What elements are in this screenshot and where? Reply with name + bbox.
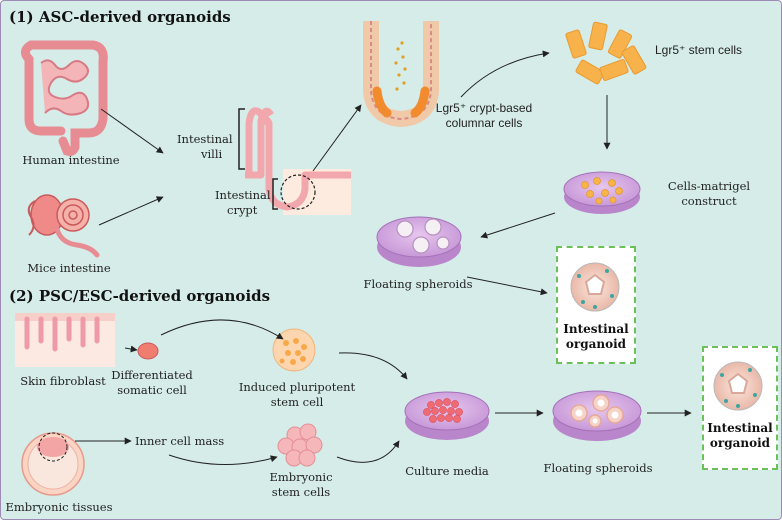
flow-arrows bbox=[75, 50, 692, 466]
label-floating-spheroids-2: Floating spheroids bbox=[543, 461, 653, 475]
label-intestinal-organoid-2-line2: organoid bbox=[709, 436, 771, 450]
human-intestine-icon bbox=[21, 40, 108, 156]
cells-matrigel-dish bbox=[563, 171, 641, 214]
label-esc-line1: Embryonic bbox=[269, 470, 333, 484]
arrow-esc-to-media bbox=[336, 440, 400, 463]
psc-section-title: (2) PSC/ESC-derived organoids bbox=[9, 287, 271, 305]
arrow-mice-to-villi bbox=[98, 196, 164, 226]
label-intestinal-villi-line1: Intestinal bbox=[177, 132, 233, 146]
somatic-cell-icon bbox=[137, 342, 159, 360]
arrow-ipsc-to-media bbox=[338, 352, 408, 380]
culture-media-dish bbox=[404, 391, 490, 440]
skin-fibroblast-icon bbox=[15, 313, 115, 367]
label-lgr5-crypt-line2: columnar cells bbox=[445, 116, 523, 130]
label-intestinal-organoid-1-line1: Intestinal bbox=[563, 322, 629, 336]
label-intestinal-crypt-line2: crypt bbox=[227, 203, 258, 217]
label-ipsc-line1: Induced pluripotent bbox=[238, 380, 356, 394]
label-lgr5-crypt-line1: Lgr5⁺ crypt-based bbox=[435, 101, 533, 115]
arrow-crypt-to-zoom bbox=[312, 104, 362, 172]
asc-section-title: (1) ASC-derived organoids bbox=[9, 8, 231, 26]
label-mice-intestine: Mice intestine bbox=[27, 261, 111, 275]
label-esc-line2: stem cells bbox=[271, 485, 331, 499]
label-human-intestine: Human intestine bbox=[22, 153, 120, 167]
floating-spheroids-dish-2 bbox=[552, 390, 642, 441]
arrow-somatic-to-ipsc bbox=[160, 319, 284, 340]
arrow-embryo-to-esc bbox=[168, 454, 278, 466]
lgr5-stem-cells-icon bbox=[565, 21, 647, 85]
villi-crypt-tissue-icon bbox=[238, 107, 351, 215]
label-cells-matrigel-line2: construct bbox=[681, 194, 737, 208]
label-lgr5-stem-cells: Lgr5⁺ stem cells bbox=[655, 43, 743, 57]
intestinal-organoid-2-overlay-icon bbox=[713, 361, 763, 411]
label-intestinal-villi-line2: villi bbox=[201, 147, 223, 161]
esc-icon bbox=[277, 423, 323, 467]
label-intestinal-crypt-line1: Intestinal bbox=[215, 188, 271, 202]
mice-intestine-icon bbox=[27, 194, 100, 258]
embryonic-tissues-icon bbox=[21, 432, 85, 496]
label-differentiated-line2: somatic cell bbox=[117, 383, 187, 397]
label-embryonic-tissues: Embryonic tissues bbox=[5, 500, 113, 514]
arrow-matrigel-to-spheroids bbox=[480, 212, 556, 239]
arrow-zoom-to-stem bbox=[460, 50, 550, 98]
crypt-zoom-icon bbox=[363, 21, 439, 128]
label-intestinal-organoid-1-line2: organoid bbox=[565, 337, 627, 351]
arrow-spheroids-to-organoid bbox=[466, 276, 548, 296]
label-intestinal-organoid-2-line1: Intestinal bbox=[707, 421, 773, 435]
label-differentiated-line1: Differentiated bbox=[111, 368, 193, 382]
ipsc-icon bbox=[272, 328, 316, 372]
label-cells-matrigel-line1: Cells-matrigel bbox=[667, 179, 751, 193]
label-inner-cell-mass: Inner cell mass bbox=[135, 434, 225, 448]
label-ipsc-line2: stem cell bbox=[270, 395, 324, 409]
floating-spheroids-dish-1 bbox=[376, 216, 462, 267]
intestinal-organoid-1-overlay-icon bbox=[570, 262, 620, 312]
arrow-human-to-villi bbox=[100, 108, 164, 154]
arrow-fibroblast-to-somatic bbox=[124, 345, 138, 353]
label-floating-spheroids-1: Floating spheroids bbox=[363, 277, 473, 291]
label-culture-media: Culture media bbox=[405, 464, 489, 478]
label-skin-fibroblast: Skin fibroblast bbox=[20, 374, 106, 388]
